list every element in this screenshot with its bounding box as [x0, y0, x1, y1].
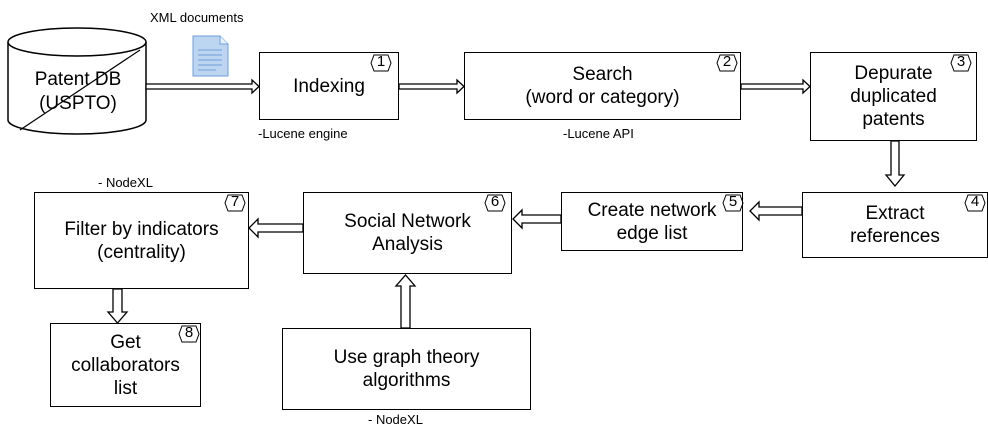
step-7-badge: 7	[224, 194, 246, 212]
badge-outline-icon	[370, 54, 392, 72]
step-social-network-analysis-label: Social Network Analysis	[344, 211, 471, 255]
step-filter-indicators: Filter by indicators (centrality)	[34, 192, 249, 289]
arrow-filter-to-collaborators	[106, 288, 129, 324]
arrow-db-to-indexing	[145, 78, 260, 95]
step-get-collaborators-label: Get collaborators list	[71, 331, 180, 399]
nodexl-top-label: - NodeXL	[98, 175, 153, 190]
badge-number: 1	[376, 53, 386, 70]
database-cylinder	[7, 27, 147, 135]
step-create-network-label: Create network edge list	[587, 199, 717, 244]
arrow-sna-to-filter	[248, 217, 304, 239]
step-extract-label: Extract references	[850, 203, 940, 247]
badge-number: 5	[728, 193, 738, 210]
document-icon	[192, 35, 229, 77]
step-get-collaborators: Get collaborators list	[50, 323, 201, 407]
step-depurate-label: Depurate duplicated patents	[850, 63, 937, 130]
badge-number: 7	[230, 193, 240, 210]
step-search: Search (word or category)	[464, 52, 741, 120]
badge-outline-icon	[964, 194, 986, 212]
arrow-extract-to-network	[749, 200, 803, 222]
database-strike-line	[19, 49, 141, 131]
step-filter-indicators-label: Filter by indicators (centrality)	[64, 218, 219, 263]
badge-number: 6	[490, 193, 500, 210]
xml-documents-label: XML documents	[150, 10, 244, 25]
badge-number: 8	[184, 324, 194, 341]
nodexl-bottom-label: - NodeXL	[368, 412, 423, 427]
arrow-search-to-depurate	[740, 78, 811, 95]
badge-outline-icon	[224, 194, 246, 212]
step-social-network-analysis: Social Network Analysis	[303, 192, 512, 274]
badge-outline-icon	[716, 54, 738, 72]
step-6-badge: 6	[484, 194, 506, 212]
lucene-api-label: -Lucene API	[563, 126, 634, 141]
badge-number: 4	[970, 193, 980, 210]
flow-arrows	[106, 78, 906, 329]
badge-number: 2	[722, 53, 732, 70]
arrow-depurate-to-extract	[884, 140, 906, 188]
step-8-badge: 8	[178, 325, 200, 343]
lucene-engine-label: -Lucene engine	[258, 126, 348, 141]
graph-theory-algorithms: Use graph theory algorithms	[282, 328, 531, 410]
step-2-badge: 2	[716, 54, 738, 72]
step-1-badge: 1	[370, 54, 392, 72]
step-depurate: Depurate duplicated patents	[810, 52, 977, 141]
graph-theory-algorithms-label: Use graph theory algorithms	[333, 347, 480, 391]
badge-outline-icon	[484, 194, 506, 212]
step-indexing: Indexing	[259, 52, 399, 120]
arrow-graph-to-sna	[394, 274, 417, 329]
step-indexing-label: Indexing	[293, 75, 365, 97]
badge-outline-icon	[178, 325, 200, 343]
step-search-label: Search (word or category)	[525, 64, 680, 108]
step-extract: Extract references	[802, 192, 988, 258]
step-5-badge: 5	[722, 194, 744, 212]
badge-outline-icon	[950, 54, 972, 72]
badge-number: 3	[956, 53, 966, 70]
badge-outline-icon	[722, 194, 744, 212]
arrow-network-to-sna	[512, 208, 562, 230]
step-create-network: Create network edge list	[561, 192, 743, 251]
step-4-badge: 4	[964, 194, 986, 212]
arrow-indexing-to-search	[398, 78, 465, 95]
step-3-badge: 3	[950, 54, 972, 72]
database-label: Patent DB (USPTO)	[34, 69, 122, 114]
